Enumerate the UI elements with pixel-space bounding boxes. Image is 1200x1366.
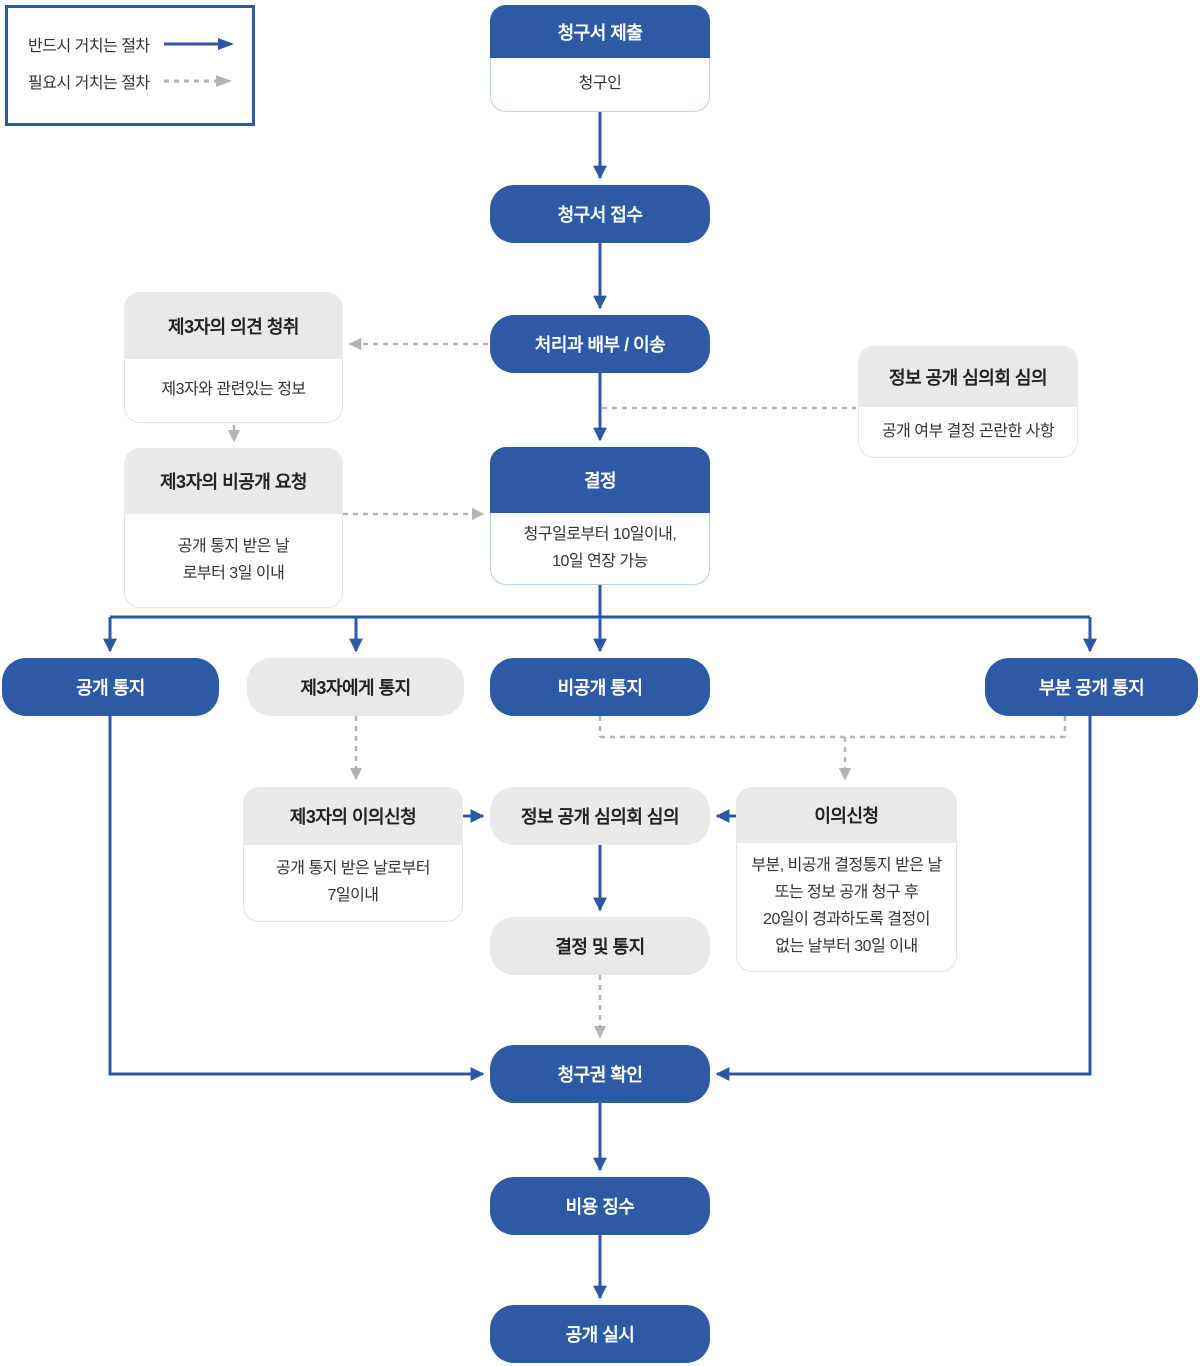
legend-row-required: 반드시 거치는 절차 xyxy=(28,32,252,56)
node-third-party-private-request: 제3자의 비공개 요청 공개 통지 받은 날 로부터 3일 이내 xyxy=(124,448,343,608)
node-third-party-opinion: 제3자의 의견 청취 제3자와 관련있는 정보 xyxy=(124,292,343,423)
node-assign-transfer: 처리과 배부 / 이송 xyxy=(490,315,710,373)
node-third-party-objection-body: 공개 통지 받은 날로부터 7일이내 xyxy=(243,845,463,922)
node-objection: 이의신청 부분, 비공개 결정통지 받은 날 또는 정보 공개 청구 후 20일… xyxy=(736,787,957,972)
dashed-connectors xyxy=(227,337,1067,1039)
node-third-party-private-request-body: 공개 통지 받은 날 로부터 3일 이내 xyxy=(124,514,343,608)
node-receive-request: 청구서 접수 xyxy=(490,185,710,243)
node-decision: 결정 청구일로부터 10일이내, 10일 연장 가능 xyxy=(490,447,710,585)
node-third-party-opinion-title: 제3자의 의견 청취 xyxy=(124,292,343,359)
node-submit-request-title: 청구서 제출 xyxy=(490,5,710,58)
legend-row-optional: 필요시 거치는 절차 xyxy=(28,69,252,93)
node-committee-review-mid: 정보 공개 심의회 심의 xyxy=(490,787,710,845)
node-collect-fee: 비용 징수 xyxy=(490,1177,710,1235)
node-objection-title: 이의신청 xyxy=(736,787,957,843)
node-notice-partial: 부분 공개 통지 xyxy=(985,658,1198,716)
node-submit-request-body: 청구인 xyxy=(490,58,710,112)
node-decide-and-notify: 결정 및 통지 xyxy=(490,917,710,975)
node-verify-claim-right: 청구권 확인 xyxy=(490,1045,710,1103)
node-decision-body: 청구일로부터 10일이내, 10일 연장 가능 xyxy=(490,513,710,585)
node-committee-review-top: 정보 공개 심의회 심의 공개 여부 결정 곤란한 사항 xyxy=(858,346,1078,458)
node-disclose: 공개 실시 xyxy=(490,1305,710,1363)
node-committee-review-top-title: 정보 공개 심의회 심의 xyxy=(858,346,1078,407)
node-third-party-opinion-body: 제3자와 관련있는 정보 xyxy=(124,359,343,423)
node-third-party-objection-title: 제3자의 이의신청 xyxy=(243,787,463,845)
dashed-arrow-icon xyxy=(163,75,232,87)
legend-box: 반드시 거치는 절차 필요시 거치는 절차 xyxy=(5,5,255,126)
node-third-party-objection: 제3자의 이의신청 공개 통지 받은 날로부터 7일이내 xyxy=(243,787,463,922)
legend-optional-label: 필요시 거치는 절차 xyxy=(28,75,150,92)
solid-connectors xyxy=(103,112,1097,1300)
node-third-party-private-request-title: 제3자의 비공개 요청 xyxy=(124,448,343,514)
node-objection-body: 부분, 비공개 결정통지 받은 날 또는 정보 공개 청구 후 20일이 경과하… xyxy=(736,843,957,972)
solid-arrow-icon xyxy=(163,38,234,50)
node-submit-request: 청구서 제출 청구인 xyxy=(490,5,710,112)
node-notice-open: 공개 통지 xyxy=(2,658,219,716)
node-committee-review-top-body: 공개 여부 결정 곤란한 사항 xyxy=(858,407,1078,458)
legend-required-label: 반드시 거치는 절차 xyxy=(28,38,150,55)
node-notice-closed: 비공개 통지 xyxy=(490,658,710,716)
node-decision-title: 결정 xyxy=(490,447,710,513)
node-notice-third-party: 제3자에게 통지 xyxy=(247,658,464,716)
